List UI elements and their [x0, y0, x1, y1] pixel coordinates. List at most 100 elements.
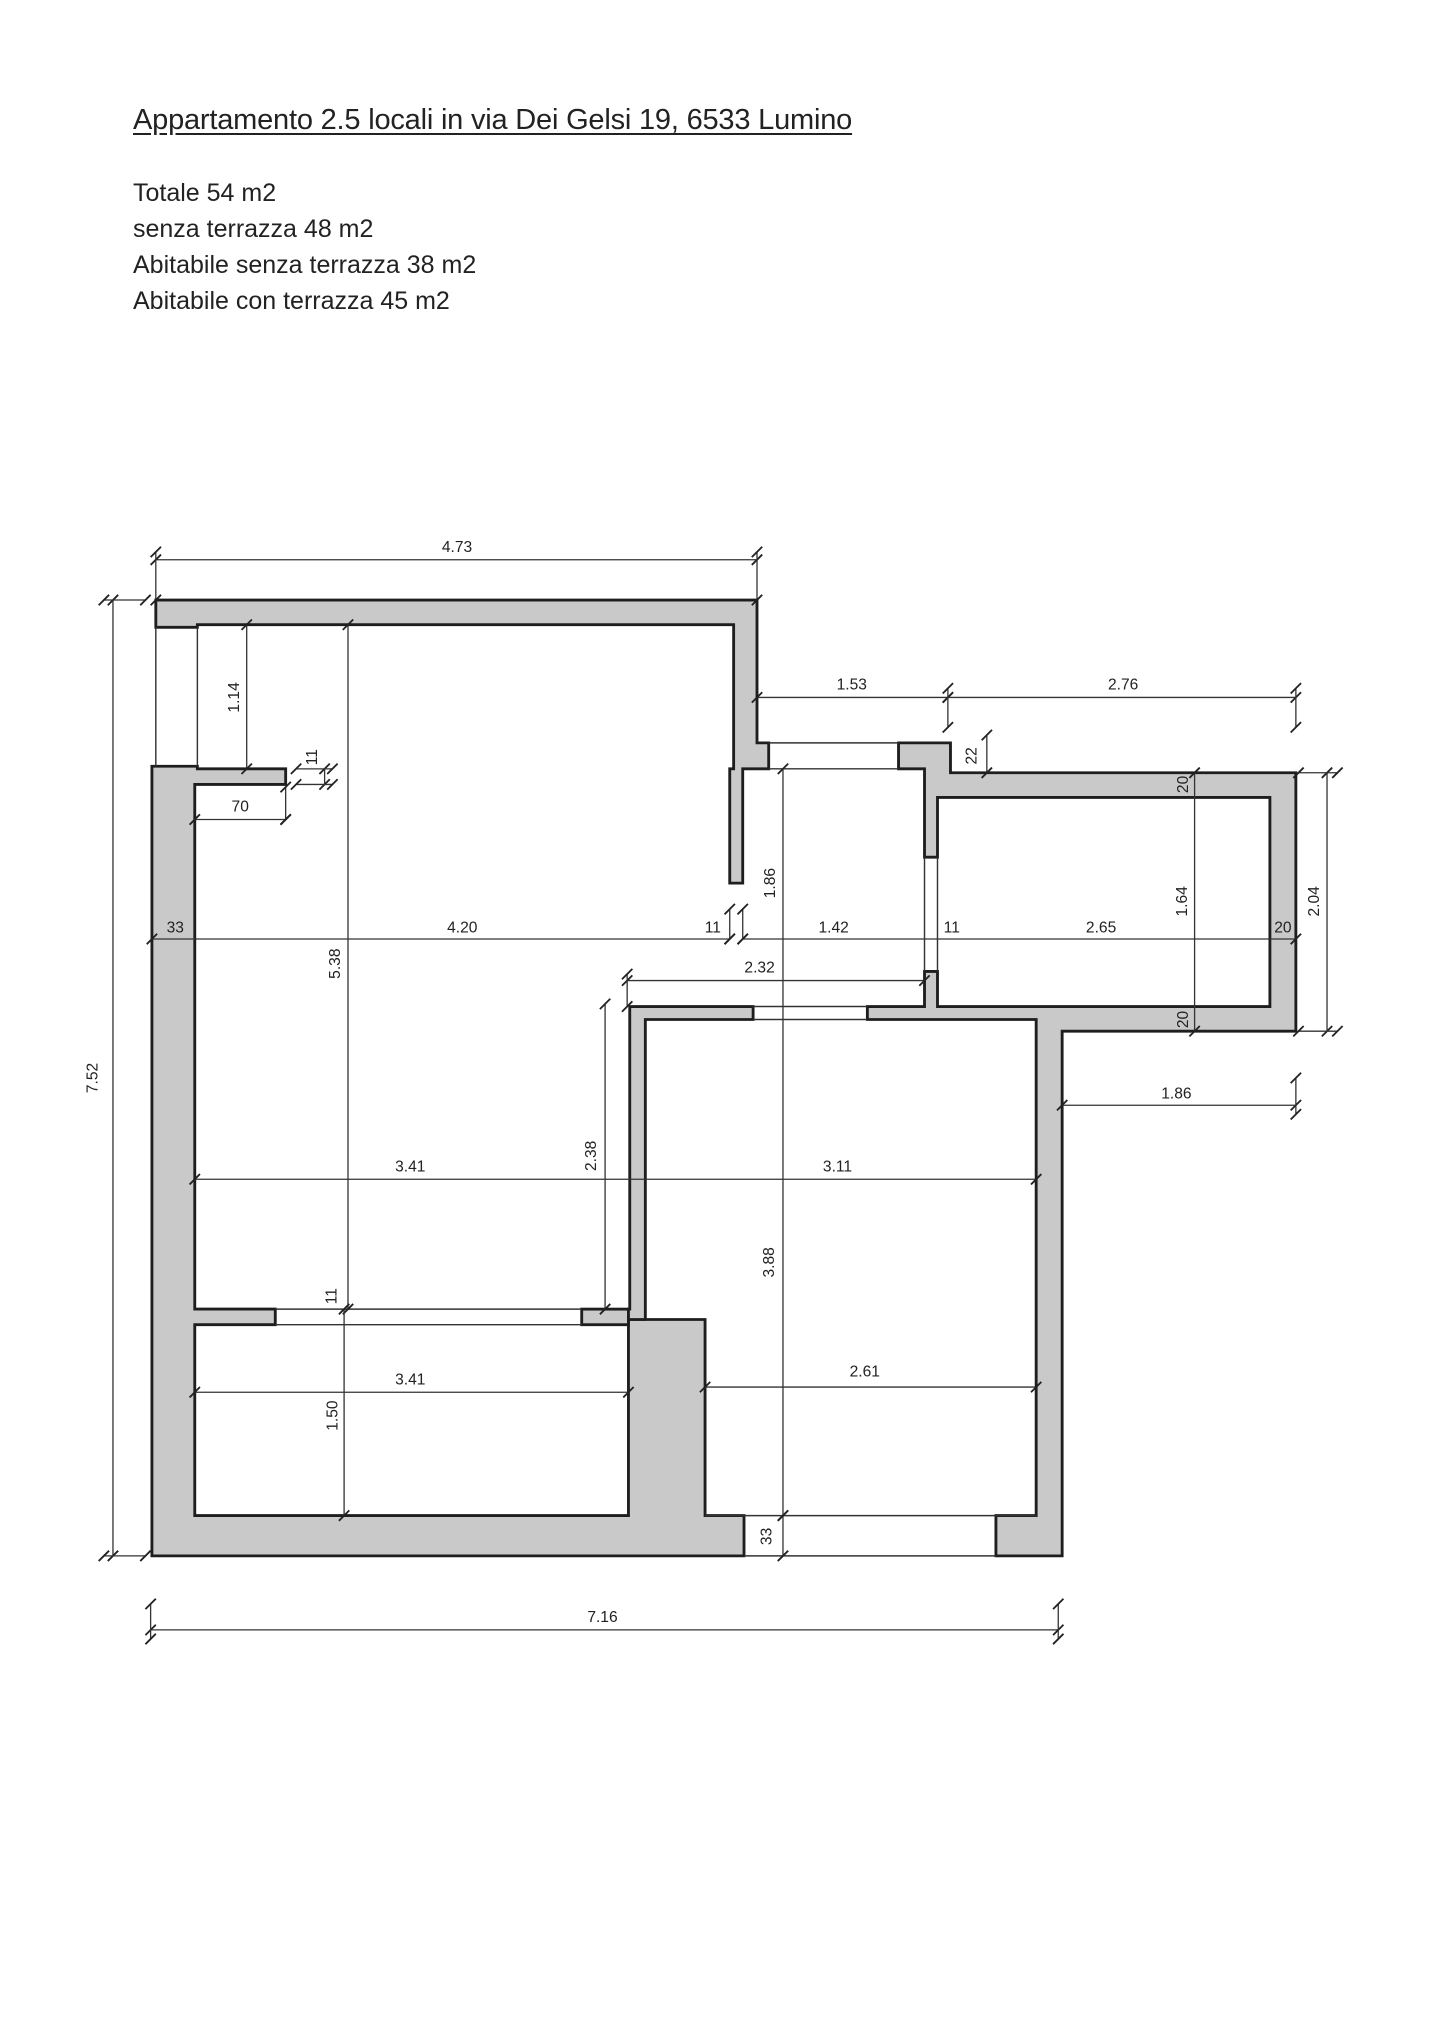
dimension-label: 3.88 — [761, 1247, 778, 1277]
dimension-tick — [1052, 1633, 1065, 1645]
dimension-label: 4.73 — [442, 539, 472, 556]
wall-central — [627, 1005, 755, 1321]
dimension-tick — [139, 1550, 152, 1562]
dimension-label: 11 — [304, 749, 321, 765]
dimension-tick — [980, 766, 993, 779]
door-terrace — [923, 857, 939, 972]
document-title: Appartamento 2.5 locali in via Dei Gelsi… — [133, 104, 853, 136]
dimension-tick — [1188, 1025, 1201, 1038]
dimension-tick — [149, 546, 162, 558]
dimension-label: 1.14 — [226, 682, 243, 713]
dimension-tick — [1290, 933, 1302, 945]
wall-left-bottom — [150, 764, 746, 1558]
dimension-tick — [1030, 1381, 1043, 1393]
dimension-tick — [699, 1381, 711, 1393]
dimension-tick — [188, 1386, 201, 1399]
dimension-tick — [1331, 1025, 1344, 1038]
area-habitable-without-terrace: Abitabile senza terrazza 38 m2 — [133, 251, 477, 279]
dimension-label: 1.53 — [837, 677, 867, 694]
dimension-tick — [621, 968, 633, 980]
dimension-tick — [736, 903, 749, 915]
dimension-label: 5.38 — [327, 948, 344, 978]
dimension-tick — [290, 763, 302, 775]
dimension-tick — [188, 813, 201, 826]
dimension-label: 20 — [1274, 919, 1292, 936]
dimension-tick — [342, 618, 354, 631]
dimension-tick — [777, 763, 789, 775]
dimension-label: 11 — [944, 919, 960, 936]
dimension-tick — [139, 594, 152, 606]
dimension-label: 7.52 — [84, 1063, 101, 1093]
dimension-tick — [144, 1598, 157, 1610]
dimension-label: 20 — [1175, 775, 1192, 793]
window-hall — [768, 742, 899, 770]
dimension-tick — [599, 998, 611, 1010]
dimension-tick — [240, 763, 253, 775]
walls — [150, 598, 1298, 1558]
dimension-label: 2.61 — [850, 1364, 880, 1381]
dimension-tick — [723, 933, 736, 945]
dimension-label: 3.41 — [395, 1158, 425, 1175]
dimension-tick — [777, 1509, 789, 1522]
dimension-label: 1.86 — [762, 868, 779, 898]
dimension-label: 4.20 — [447, 919, 478, 936]
dimension-tick — [1290, 682, 1302, 695]
area-without-terrace: senza terrazza 48 m2 — [133, 215, 374, 243]
dimension-tick — [736, 933, 749, 945]
dimension-tick — [751, 691, 763, 704]
dimension-tick — [621, 1000, 633, 1013]
dimension-label: 1.64 — [1174, 886, 1191, 917]
dimension-tick — [98, 1550, 110, 1562]
dimension-label: 1.50 — [325, 1400, 342, 1431]
dimension-tick — [144, 1633, 157, 1645]
dimension-label: 2.32 — [744, 960, 774, 977]
dimension-tick — [1030, 1173, 1043, 1186]
dimension-label: 33 — [167, 919, 184, 936]
window-bedroom — [705, 1514, 1037, 1557]
door-bathroom — [275, 1308, 582, 1326]
dimension-tick — [188, 1173, 201, 1186]
dimension-tick — [279, 813, 292, 826]
dimension-label: 7.16 — [587, 1609, 617, 1626]
dimension-tick — [942, 721, 954, 734]
area-summary: Totale 54 m2 senza terrazza 48 m2 Abitab… — [133, 175, 852, 319]
dimension-tick — [290, 778, 302, 791]
dimension-tick — [1290, 721, 1302, 734]
wall-top — [154, 598, 771, 885]
dimension-tick — [98, 594, 110, 606]
dimension-label: 3.41 — [395, 1371, 425, 1388]
dimension-label: 2.65 — [1086, 919, 1117, 936]
dimension-tick — [1056, 1099, 1068, 1112]
dimension-label: 1.42 — [818, 919, 848, 936]
dimension-label: 2.76 — [1108, 677, 1138, 694]
dimension-tick — [1331, 766, 1344, 779]
dimension-tick — [723, 903, 736, 915]
dimension-tick — [326, 778, 339, 791]
dimension-tick — [599, 1303, 611, 1315]
dimension-label: 1.86 — [1161, 1086, 1191, 1103]
dimension-label: 11 — [323, 1288, 340, 1304]
dimension-tick — [980, 729, 993, 741]
document-header: Appartamento 2.5 locali in via Dei Gelsi… — [133, 104, 852, 319]
dimension-tick — [146, 933, 158, 945]
dimension-tick — [279, 781, 292, 793]
window-left — [155, 627, 199, 767]
dimension-tick — [918, 974, 931, 987]
dimension-tick — [1290, 1108, 1302, 1121]
dimension-lines — [98, 546, 1344, 1645]
dimension-tick — [1052, 1598, 1065, 1610]
dimension-tick — [1292, 766, 1305, 779]
dimension-tick — [326, 763, 339, 775]
dimension-tick — [149, 594, 162, 606]
dimension-label: 20 — [1175, 1010, 1192, 1028]
area-habitable-with-terrace: Abitabile con terrazza 45 m2 — [133, 287, 450, 315]
dimension-tick — [338, 1303, 350, 1315]
dimension-tick — [777, 1550, 789, 1562]
dimension-tick — [1188, 766, 1201, 779]
dimension-tick — [751, 546, 763, 558]
dimension-label: 2.04 — [1306, 886, 1323, 917]
dimension-label: 2.38 — [583, 1141, 600, 1171]
area-total: Totale 54 m2 — [133, 179, 277, 207]
